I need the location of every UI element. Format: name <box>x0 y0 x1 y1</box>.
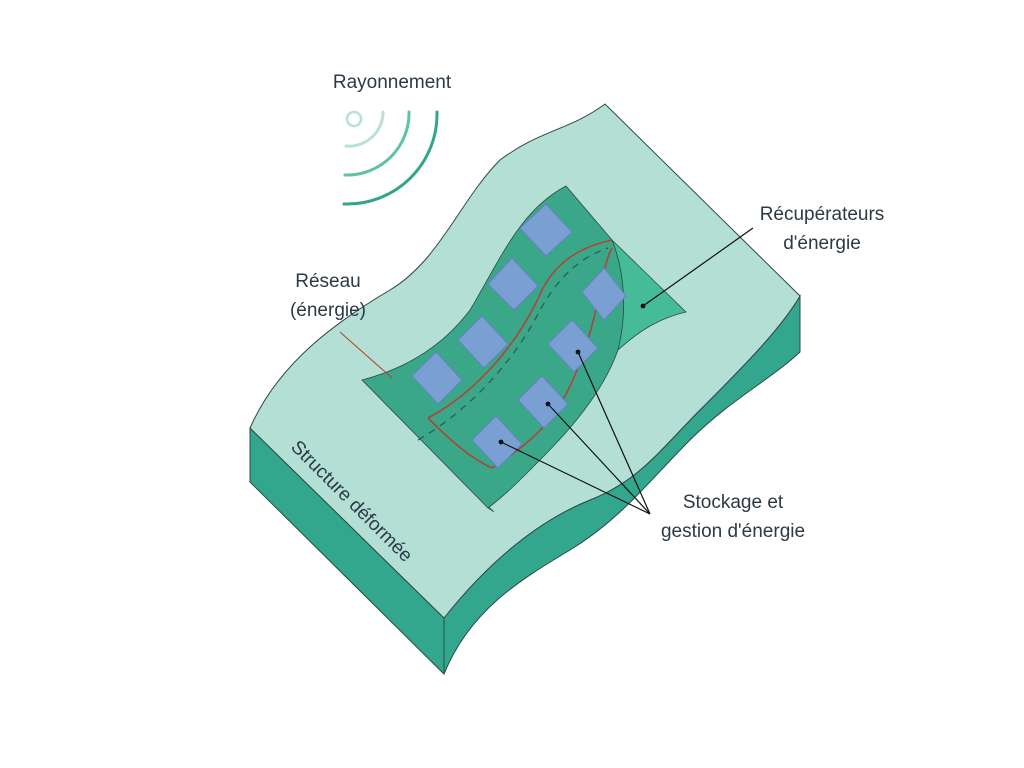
storage-module <box>487 257 539 311</box>
radiation-arc-2 <box>343 110 411 177</box>
storage-label-line1: Stockage et <box>683 492 784 513</box>
network-pointer-line <box>339 331 393 379</box>
radiation-icon <box>342 110 439 206</box>
storage-leader-dot <box>545 401 551 407</box>
network-label-line2: (énergie) <box>290 300 366 321</box>
storage-module <box>411 351 463 405</box>
storage-leader-dot <box>575 349 581 355</box>
storage-leader-line <box>500 441 651 515</box>
storage-module <box>581 267 627 321</box>
storage-module <box>517 375 569 429</box>
radiation-arc-1 <box>344 110 385 148</box>
storage-label-line2: gestion d'énergie <box>661 521 805 542</box>
storage-modules <box>411 203 627 469</box>
storage-leader-line <box>547 403 651 515</box>
radiation-label: Rayonnement <box>333 72 452 93</box>
network-wire-link <box>427 417 493 469</box>
network-label-line1: Réseau <box>295 271 361 292</box>
storage-module <box>457 315 509 369</box>
storage-leader-dot <box>498 439 504 445</box>
radiation-source <box>345 110 363 128</box>
harvester-leader-dot <box>640 303 646 309</box>
radiation-arc-3 <box>342 110 439 206</box>
storage-module <box>547 319 599 373</box>
storage-leader-line <box>577 351 651 515</box>
harvesters-label-line2: d'énergie <box>783 233 861 254</box>
network-wire-outer <box>427 239 613 419</box>
harvesters-label-line1: Récupérateurs <box>760 204 885 225</box>
harvester-leader-line <box>642 227 754 307</box>
storage-module <box>471 415 523 469</box>
storage-module <box>519 203 573 257</box>
